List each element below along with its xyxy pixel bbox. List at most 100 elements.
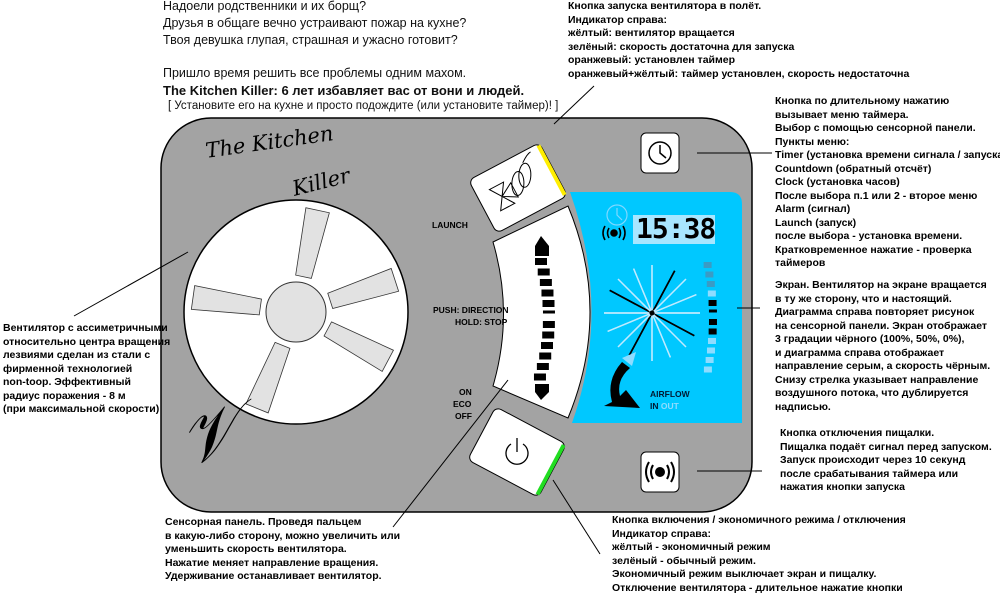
gauge-segment: [706, 347, 715, 354]
note-line: лезвиями сделан из стали с: [3, 349, 151, 361]
note-line: относительно центра вращения: [3, 335, 171, 348]
note-line: Кнопка запуска вентилятора в полёт.: [568, 0, 762, 12]
beeper-note: Кнопка отключения пищалки.Пищалка подаёт…: [780, 427, 992, 495]
gauge-segment: [705, 271, 714, 278]
note-line: направление серым, а скорость чёрным.: [775, 360, 991, 372]
power-note: Кнопка включения / экономичного режима /…: [612, 514, 906, 595]
launch-icon: [488, 151, 532, 212]
speed-segment: [542, 310, 555, 314]
speed-up-arrow: [535, 236, 549, 256]
note-line: Удерживание останавливает вентилятор.: [165, 570, 382, 582]
speed-segment: [542, 331, 555, 339]
note-line: 3 градации чёрного (100%, 50%, 0%),: [775, 333, 965, 345]
hold-stop-label: HOLD: STOP: [455, 317, 508, 327]
note-line: Пищалка подаёт сигнал перед запуском.: [780, 440, 992, 453]
screen-fan-hub: [649, 310, 655, 316]
fan-blade: [323, 321, 395, 372]
screen: [570, 192, 742, 423]
note-line: зелёный - обычный режим.: [612, 554, 756, 567]
eco-label: ECO: [453, 399, 472, 409]
gauge-segment: [703, 366, 712, 373]
airflow-arrow-icon: [604, 362, 640, 408]
off-label: OFF: [455, 411, 472, 421]
touch-panel[interactable]: [492, 205, 591, 419]
fan-blade: [190, 285, 262, 316]
note-line: фирменной технологией: [3, 362, 133, 375]
intro-line: Твоя девушка глупая, страшная и ужасно г…: [163, 33, 458, 47]
note-line: после срабатывания таймера или: [780, 467, 959, 480]
note-line: После выбора п.1 или 2 - второе меню: [775, 189, 978, 202]
speed-down-arrow: [535, 384, 549, 400]
speed-segment: [537, 268, 550, 276]
gauge-segment: [708, 309, 717, 313]
note-line: нажатия кнопки запуска: [780, 481, 905, 493]
screen-beeper-icon: [602, 225, 626, 241]
airflow-direction: IN OUT: [650, 401, 679, 411]
screen-fan: [604, 265, 700, 361]
note-line: таймеров: [775, 257, 826, 269]
headline: The Kitchen Killer: 6 лет избавляет вас …: [163, 83, 525, 98]
speed-segment: [541, 289, 554, 297]
beeper-mute-button[interactable]: [640, 451, 680, 493]
clock-icon: [648, 141, 672, 165]
fan-blade: [295, 207, 330, 279]
note-line: Индикатор справа:: [612, 527, 711, 540]
power-icon: [505, 438, 529, 465]
note-line: Сенсорная панель. Проведя пальцем: [165, 516, 362, 528]
speed-segment: [536, 363, 549, 370]
lcd-background: [633, 215, 715, 244]
note-line: радиус поражения - 8 м: [3, 389, 126, 402]
note-line: оранжевый: установлен таймер: [568, 54, 736, 66]
note-line: надписью.: [775, 400, 831, 413]
push-direction-label: PUSH: DIRECTION: [433, 305, 509, 315]
note-line: (при максимальной скорости): [3, 403, 160, 415]
note-line: уменьшить скорость вентилятора.: [165, 543, 347, 555]
speed-segment: [535, 258, 547, 265]
speed-segment: [533, 373, 546, 381]
lcd-time: 15:38: [636, 212, 716, 245]
speed-segment: [542, 300, 555, 307]
note-line: Снизу стрелка указывает направление: [775, 373, 979, 386]
gauge-segment: [707, 290, 716, 297]
timer-button[interactable]: [640, 132, 680, 174]
note-line: Выбор с помощью сенсорной панели.: [775, 122, 976, 134]
note-line: Нажатие меняет направление вращения.: [165, 556, 379, 569]
note-line: Кнопка отключения пищалки.: [780, 427, 935, 439]
speed-bar: [533, 236, 555, 400]
speed-segment: [539, 279, 552, 286]
note-line: Отключение вентилятора - длительное нажа…: [612, 581, 903, 594]
tagline: [ Установите его на кухне и просто подож…: [168, 100, 559, 112]
note-line: оранжевый+жёлтый: таймер установлен, ско…: [568, 67, 910, 80]
on-label: ON: [459, 387, 472, 397]
note-line: Countdown (обратный отсчёт): [775, 162, 932, 175]
intro-line: Надоели родственники и их борщ?: [163, 0, 367, 13]
gauge-segment: [708, 328, 717, 335]
note-line: Alarm (сигнал): [775, 203, 851, 215]
gauge-segment: [707, 338, 716, 344]
launch-label: LAUNCH: [432, 220, 468, 230]
airflow-out: OUT: [660, 401, 679, 411]
gauge-segment: [706, 281, 715, 287]
gauge-segment: [703, 262, 712, 268]
speed-segment: [539, 352, 552, 360]
intro-text: Надоели родственники и их борщ? Друзья в…: [163, 0, 558, 114]
intro-call: Пришло время решить все проблемы одним м…: [163, 66, 467, 80]
power-button[interactable]: [468, 407, 567, 498]
launch-button[interactable]: [469, 143, 568, 234]
callout-lines: [73, 85, 772, 555]
note-line: зелёный: скорость достаточна для запуска: [568, 40, 795, 53]
note-line: в ту же сторону, что и настоящий.: [775, 292, 952, 305]
note-line: Запуск происходит через 10 секунд: [780, 454, 966, 466]
gauge-segment: [708, 300, 717, 306]
note-line: non-toop. Эффективный: [3, 376, 131, 388]
note-line: Экономичный режим выключает экран и пища…: [612, 568, 877, 580]
note-line: в какую-либо сторону, можно увеличить ил…: [165, 529, 401, 542]
note-line: Кнопка по длительному нажатию: [775, 95, 950, 107]
fan: [183, 199, 409, 425]
note-line: Timer (установка времени сигнала / запус…: [775, 149, 1000, 161]
